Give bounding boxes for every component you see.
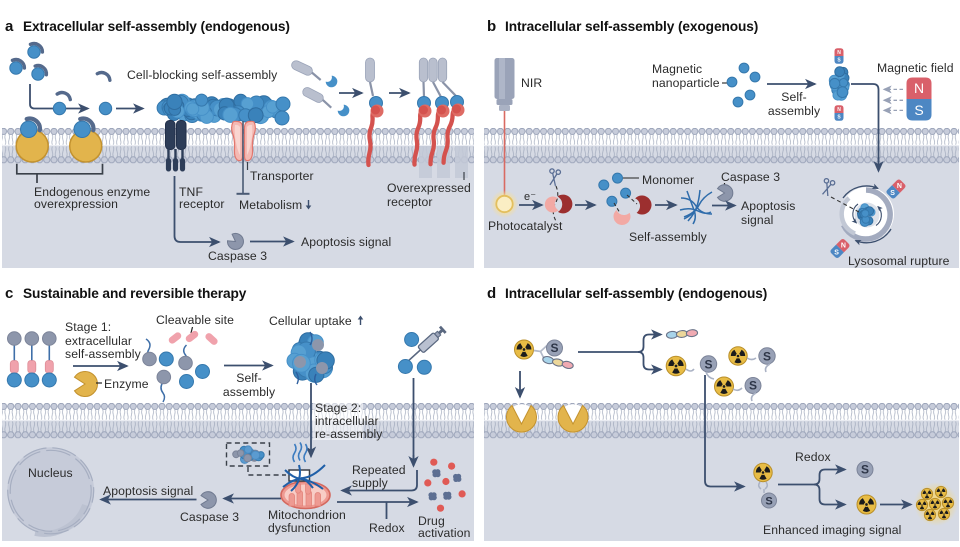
- svg-text:e⁻: e⁻: [524, 191, 536, 203]
- svg-text:Apoptosis signal: Apoptosis signal: [103, 484, 193, 498]
- svg-text:Sustainable and reversible the: Sustainable and reversible therapy: [23, 286, 247, 301]
- svg-text:S: S: [704, 357, 712, 371]
- svg-text:N: N: [837, 50, 841, 56]
- svg-text:Magnetic: Magnetic: [652, 62, 702, 76]
- svg-text:Endogenous enzyme: Endogenous enzyme: [34, 185, 150, 199]
- svg-text:Photocatalyst: Photocatalyst: [488, 219, 563, 233]
- svg-text:S: S: [834, 249, 839, 256]
- svg-text:signal: signal: [741, 213, 773, 227]
- svg-text:assembly: assembly: [768, 104, 821, 118]
- svg-text:S: S: [765, 495, 772, 507]
- svg-text:nanoparticle: nanoparticle: [652, 76, 720, 90]
- svg-text:N: N: [841, 243, 846, 250]
- svg-text:S: S: [749, 379, 757, 393]
- svg-text:Caspase 3: Caspase 3: [180, 510, 239, 524]
- svg-text:Self-assembly: Self-assembly: [629, 230, 708, 244]
- svg-text:TNF: TNF: [179, 185, 203, 199]
- svg-text:S: S: [837, 58, 841, 64]
- svg-text:re-assembly: re-assembly: [315, 427, 383, 441]
- svg-text:self-assembly: self-assembly: [65, 347, 142, 361]
- svg-text:Nucleus: Nucleus: [28, 466, 73, 480]
- svg-text:Self-: Self-: [781, 90, 807, 104]
- svg-text:a: a: [5, 18, 14, 35]
- svg-text:supply: supply: [352, 476, 389, 490]
- svg-text:Monomer: Monomer: [642, 173, 694, 187]
- svg-text:Caspase 3: Caspase 3: [721, 170, 780, 184]
- svg-text:Overexpressed: Overexpressed: [387, 181, 471, 195]
- svg-text:b: b: [487, 18, 496, 35]
- svg-text:NIR: NIR: [521, 76, 542, 90]
- svg-text:dysfunction: dysfunction: [268, 521, 331, 535]
- svg-text:S: S: [914, 102, 923, 118]
- svg-text:Enzyme: Enzyme: [104, 377, 149, 391]
- svg-text:S: S: [890, 190, 895, 197]
- svg-text:Stage 1:: Stage 1:: [65, 320, 111, 334]
- svg-text:Metabolism: Metabolism: [239, 198, 302, 212]
- svg-text:c: c: [5, 285, 13, 302]
- svg-text:Stage 2:: Stage 2:: [315, 401, 361, 415]
- svg-text:S: S: [550, 341, 558, 355]
- svg-text:activation: activation: [418, 526, 471, 540]
- svg-text:S: S: [837, 115, 841, 121]
- svg-text:Transporter: Transporter: [250, 169, 314, 183]
- svg-text:Cleavable site: Cleavable site: [156, 313, 234, 327]
- svg-text:receptor: receptor: [387, 195, 433, 209]
- svg-text:Self-: Self-: [236, 371, 262, 385]
- svg-text:d: d: [487, 285, 496, 302]
- svg-text:Caspase 3: Caspase 3: [208, 249, 267, 263]
- svg-text:Intracellular self-assembly (e: Intracellular self-assembly (exogenous): [505, 19, 758, 34]
- svg-text:intracellular: intracellular: [315, 414, 379, 428]
- svg-text:extracellular: extracellular: [65, 334, 132, 348]
- svg-text:S: S: [861, 463, 869, 477]
- svg-text:Redox: Redox: [369, 521, 405, 535]
- svg-text:Redox: Redox: [795, 450, 831, 464]
- svg-text:Extracellular self-assembly (e: Extracellular self-assembly (endogenous): [23, 19, 290, 34]
- svg-text:Intracellular self-assembly (e: Intracellular self-assembly (endogenous): [505, 286, 767, 301]
- svg-text:N: N: [837, 107, 841, 113]
- svg-text:N: N: [897, 183, 902, 190]
- svg-text:Drug: Drug: [418, 514, 445, 528]
- svg-text:Cell-blocking self-assembly: Cell-blocking self-assembly: [127, 68, 278, 82]
- svg-text:Magnetic field: Magnetic field: [877, 61, 954, 75]
- svg-text:Enhanced imaging signal: Enhanced imaging signal: [763, 523, 902, 537]
- svg-text:N: N: [914, 80, 924, 96]
- svg-text:receptor: receptor: [179, 197, 225, 211]
- svg-text:Cellular uptake: Cellular uptake: [269, 314, 352, 328]
- svg-text:Apoptosis signal: Apoptosis signal: [301, 235, 391, 249]
- svg-text:Apoptosis: Apoptosis: [741, 199, 795, 213]
- svg-text:overexpression: overexpression: [34, 197, 118, 211]
- svg-text:Repeated: Repeated: [352, 463, 406, 477]
- svg-text:S: S: [763, 349, 771, 363]
- svg-text:Lysosomal rupture: Lysosomal rupture: [848, 254, 950, 268]
- svg-text:Mitochondrion: Mitochondrion: [268, 508, 346, 522]
- svg-text:assembly: assembly: [223, 385, 276, 399]
